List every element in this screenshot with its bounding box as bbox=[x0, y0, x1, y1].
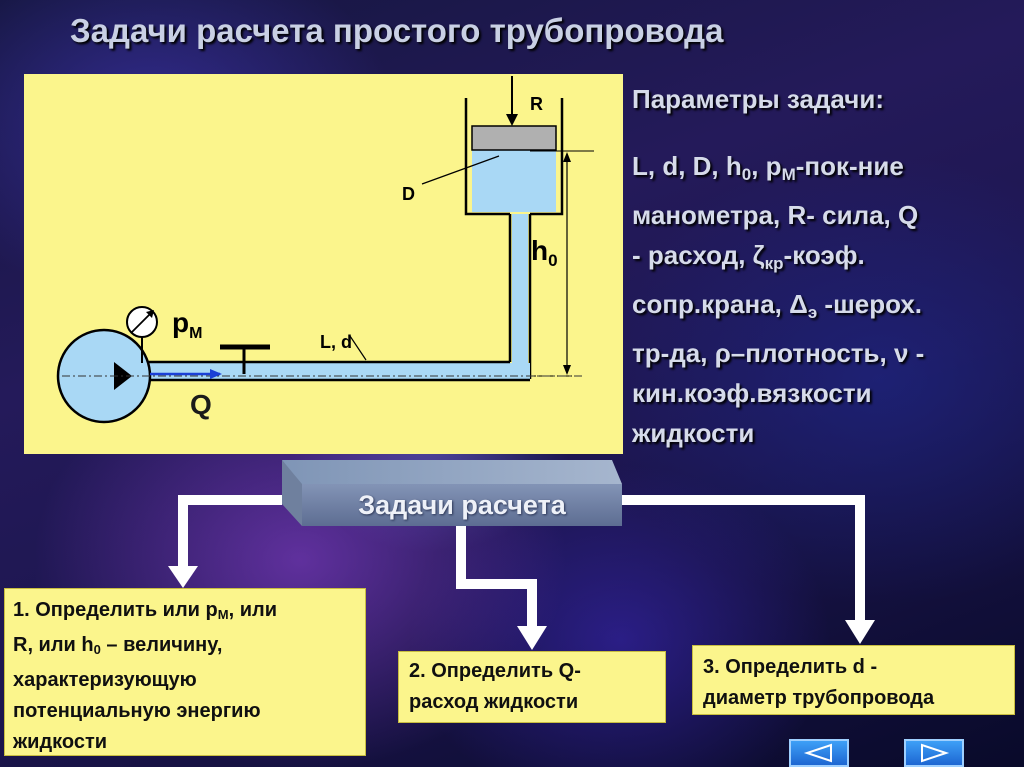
label-D: D bbox=[402, 184, 415, 204]
tasks-header-box: Задачи расчета bbox=[282, 460, 622, 526]
triangle-left-icon bbox=[803, 743, 832, 763]
previous-slide-button[interactable] bbox=[789, 739, 849, 767]
params-line-1: L, d, D, h0, pМ-пок-ние bbox=[632, 151, 904, 184]
tasks-header-label: Задачи расчета bbox=[358, 489, 566, 520]
task-box-3: 3. Определить d - диаметр трубопровода bbox=[692, 645, 1015, 715]
params-line-3: - расход, ζкр-коэф. bbox=[632, 240, 865, 273]
connector-task-3 bbox=[622, 495, 865, 620]
delta-symbol: Δ bbox=[789, 289, 808, 319]
tank-walls bbox=[464, 98, 564, 216]
params-line-2: манометра, R- сила, Q bbox=[632, 200, 919, 230]
zeta-symbol: ζ bbox=[752, 240, 765, 270]
label-pm: pМ bbox=[172, 307, 202, 342]
params-line-6: кин.коэф.вязкости bbox=[632, 378, 872, 408]
params-text: L, d, D, h0, pМ-пок-ние манометра, R- си… bbox=[632, 146, 1024, 453]
horizontal-pipe-liquid bbox=[132, 363, 530, 379]
task-box-1: 1. Определить или pМ, или R, или h0 – ве… bbox=[4, 588, 366, 756]
next-slide-button[interactable] bbox=[904, 739, 964, 767]
arrowhead-task-3 bbox=[845, 620, 875, 644]
params-heading: Параметры задачи: bbox=[632, 84, 884, 114]
page-title: Задачи расчета простого трубопровода bbox=[70, 12, 724, 49]
params-line-7: жидкости bbox=[632, 418, 755, 448]
label-Q: Q bbox=[190, 389, 212, 420]
arrowhead-task-1 bbox=[168, 566, 198, 588]
label-Ld: L, d bbox=[320, 332, 352, 352]
vertical-pipe-liquid bbox=[512, 214, 528, 376]
tank-piston bbox=[471, 125, 557, 151]
label-R: R bbox=[530, 94, 543, 114]
pipeline-diagram: R D h0 pМ L, d Q bbox=[24, 74, 623, 454]
rho-symbol: ρ bbox=[714, 338, 731, 368]
connector-task-2 bbox=[456, 526, 537, 626]
arrowhead-task-2 bbox=[517, 626, 547, 650]
params-line-4: сопр.крана, Δэ -шерох. bbox=[632, 289, 923, 322]
connector-task-1 bbox=[178, 495, 282, 566]
task-box-2: 2. Определить Q- расход жидкости bbox=[398, 651, 666, 723]
triangle-right-icon bbox=[921, 743, 950, 763]
nu-symbol: ν bbox=[893, 338, 909, 368]
params-line-5: тр-да, ρ–плотность, ν - bbox=[632, 338, 925, 368]
label-h0: h0 bbox=[531, 235, 558, 270]
